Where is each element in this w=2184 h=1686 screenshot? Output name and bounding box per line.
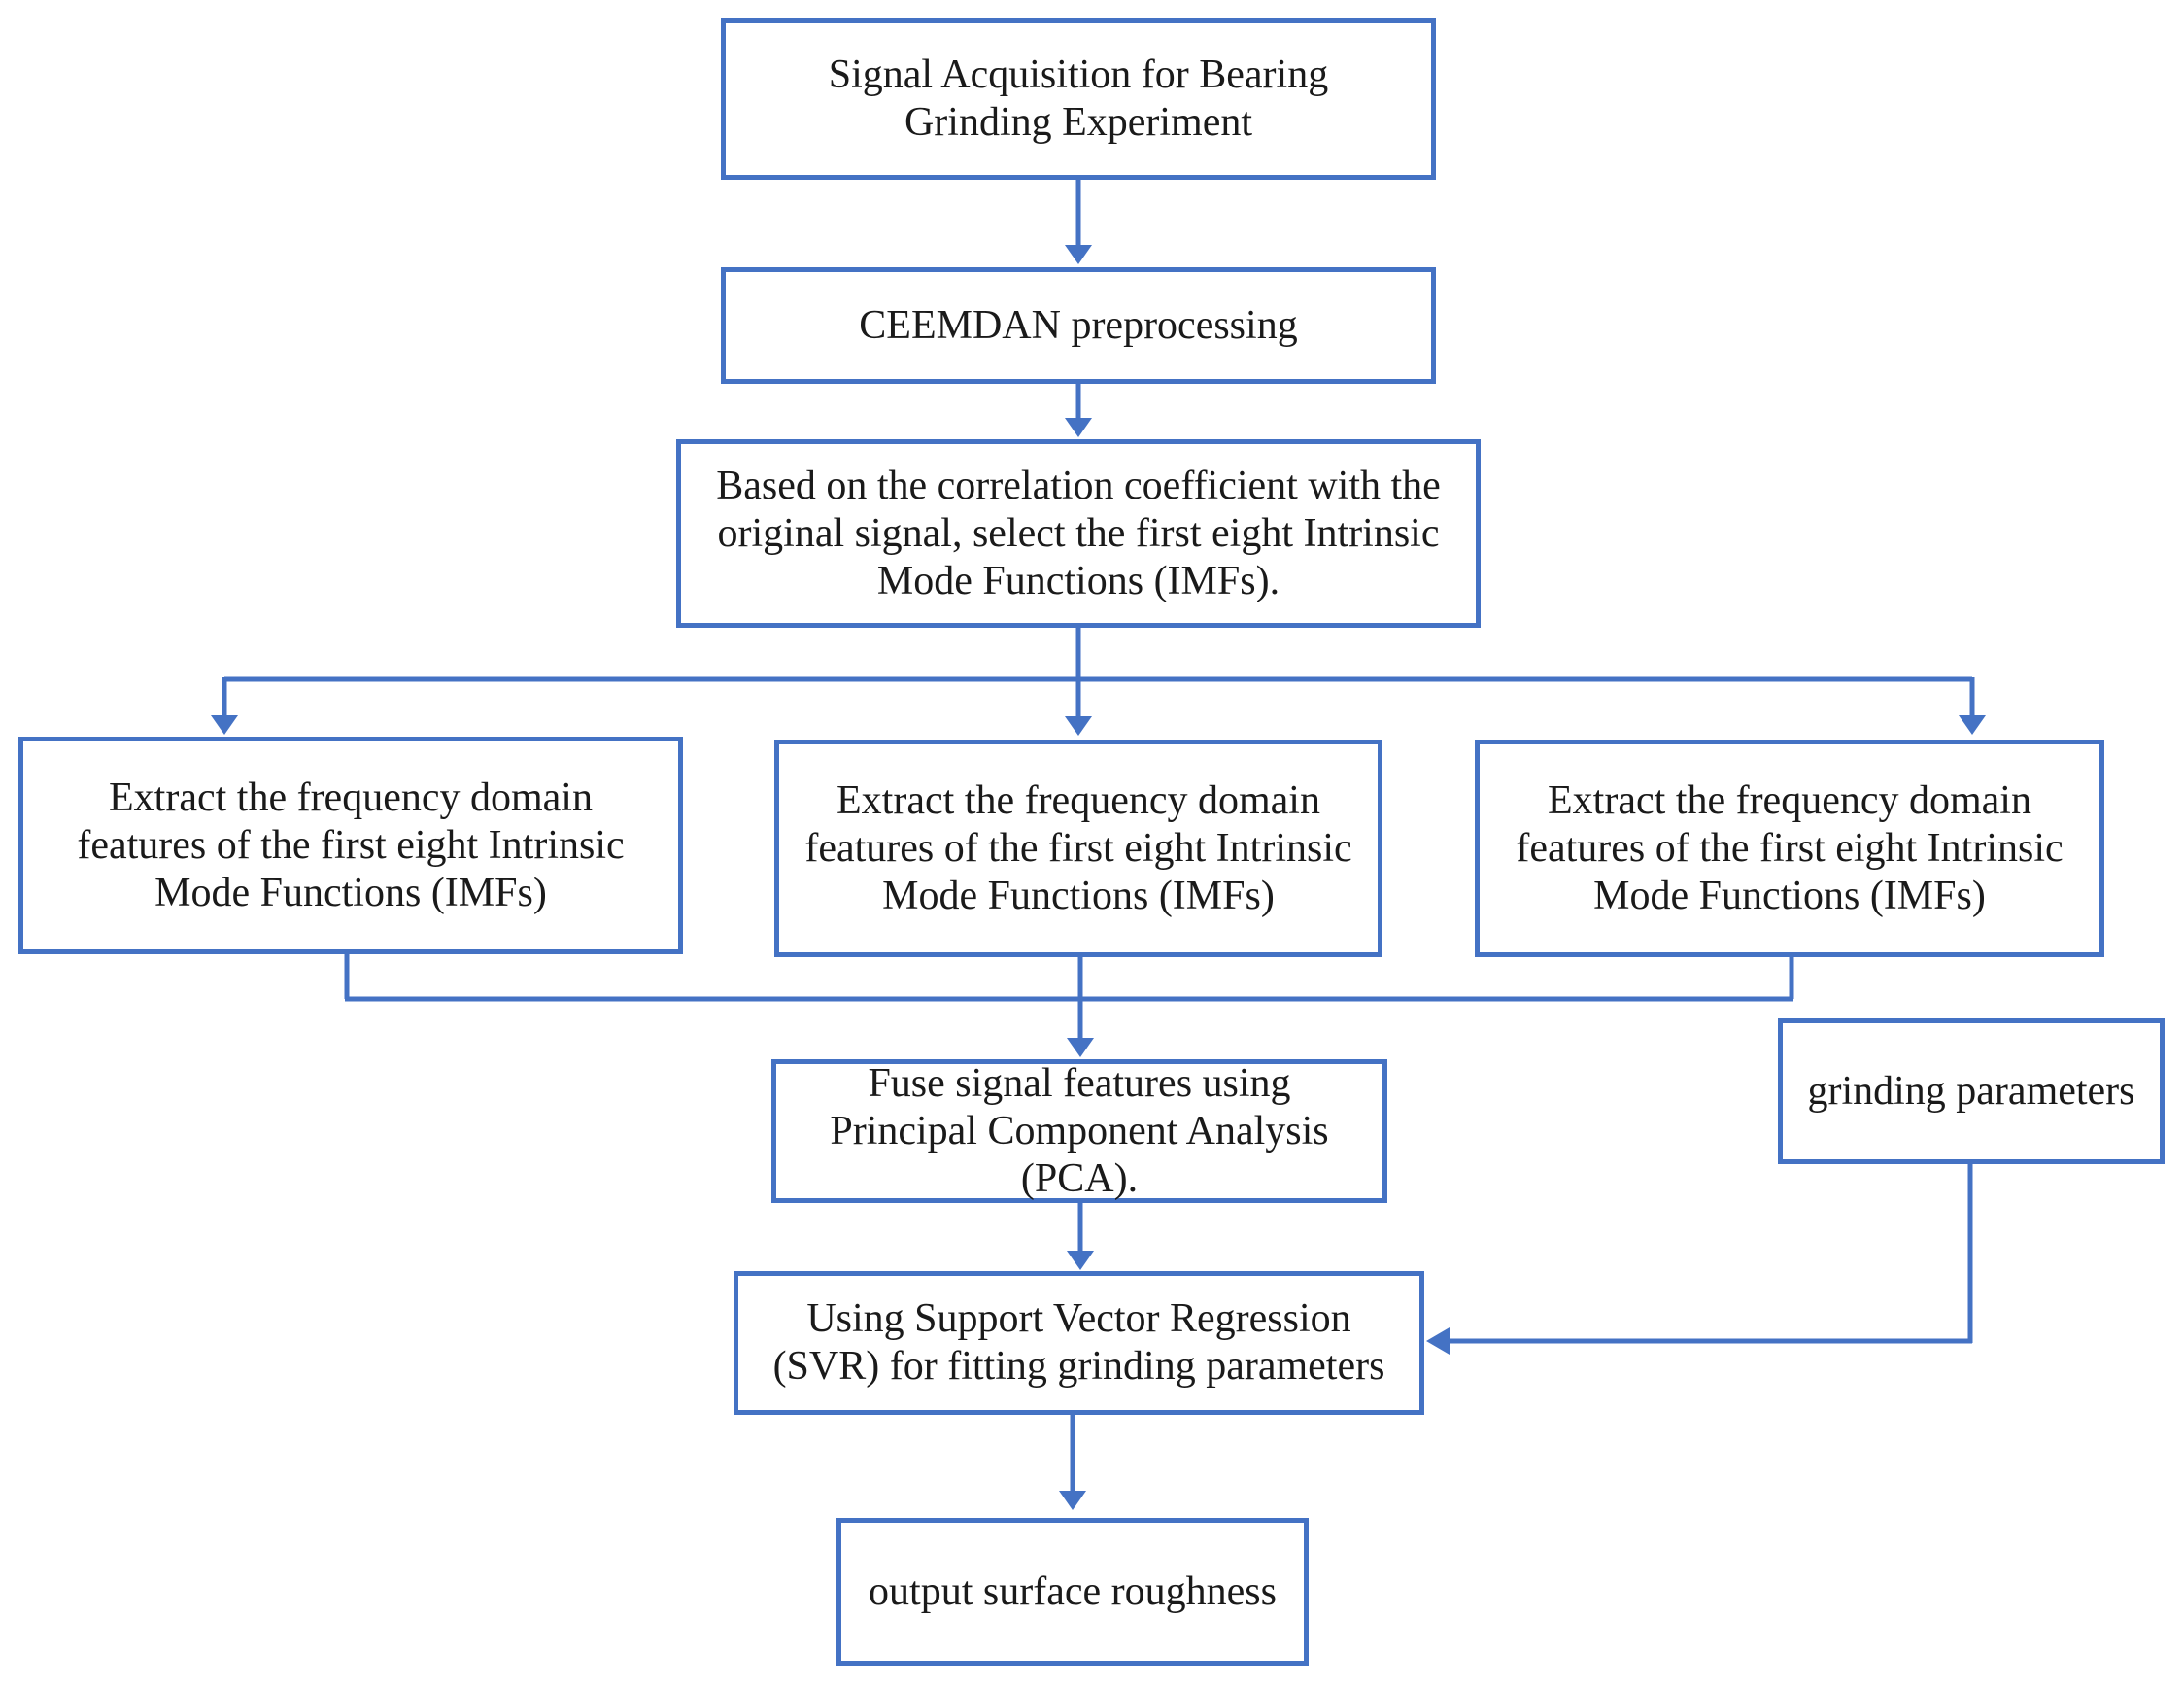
node-pca-fusion-label: Fuse signal features using Principal Com…: [830, 1060, 1329, 1201]
arrowhead-pca-to-svr: [1067, 1251, 1094, 1270]
node-output-label: output surface roughness: [869, 1568, 1277, 1614]
node-ceemdan: CEEMDAN preprocessing: [721, 267, 1436, 384]
node-extract-left: Extract the frequency domain features of…: [18, 737, 683, 954]
node-select-imfs-label: Based on the correlation coefficient wit…: [716, 463, 1441, 603]
node-grinding-parameters: grinding parameters: [1778, 1018, 2165, 1164]
arrowhead-parameters-to-svr: [1426, 1327, 1450, 1355]
node-svr-label: Using Support Vector Regression (SVR) fo…: [772, 1296, 1385, 1389]
arrowhead-branch-right: [1959, 715, 1986, 735]
arrowhead-acquisition-to-ceemdan: [1065, 245, 1092, 264]
node-select-imfs: Based on the correlation coefficient wit…: [676, 439, 1481, 628]
arrowhead-svr-to-output: [1059, 1491, 1086, 1510]
arrowhead-branch-middle: [1065, 716, 1092, 736]
node-svr: Using Support Vector Regression (SVR) fo…: [734, 1271, 1424, 1415]
node-extract-right: Extract the frequency domain features of…: [1475, 740, 2104, 957]
node-pca-fusion: Fuse signal features using Principal Com…: [771, 1059, 1387, 1203]
node-signal-acquisition-label: Signal Acquisition for Bearing Grinding …: [828, 52, 1329, 145]
node-ceemdan-label: CEEMDAN preprocessing: [859, 302, 1298, 348]
node-extract-middle-label: Extract the frequency domain features of…: [804, 777, 1352, 918]
node-extract-middle: Extract the frequency domain features of…: [774, 740, 1382, 957]
arrowhead-branch-left: [211, 715, 238, 735]
arrowhead-ceemdan-to-select: [1065, 418, 1092, 437]
node-output: output surface roughness: [836, 1518, 1309, 1666]
arrowhead-merge-to-pca: [1067, 1038, 1094, 1057]
node-extract-right-label: Extract the frequency domain features of…: [1516, 777, 2064, 918]
node-extract-left-label: Extract the frequency domain features of…: [77, 774, 625, 915]
node-signal-acquisition: Signal Acquisition for Bearing Grinding …: [721, 18, 1436, 180]
node-grinding-parameters-label: grinding parameters: [1807, 1068, 2135, 1114]
